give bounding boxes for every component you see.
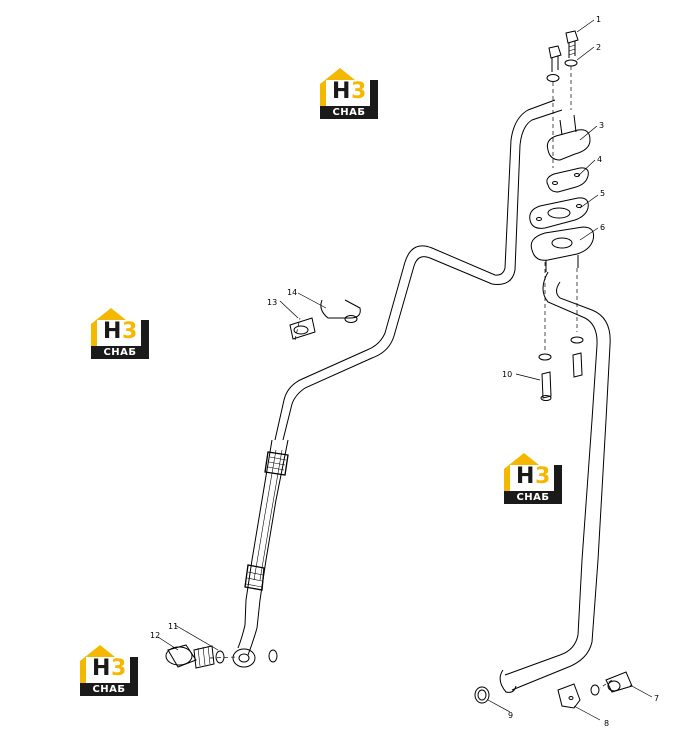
banjo-fitting xyxy=(165,644,278,669)
watermark-logo: H 3 CHAБ xyxy=(78,643,140,697)
callout-14: 14 xyxy=(287,288,297,297)
leader-lines xyxy=(157,19,653,721)
flange-fasteners xyxy=(538,336,584,401)
watermark-mark-3: 3 xyxy=(122,319,138,344)
watermark-mark-3: 3 xyxy=(351,79,367,104)
watermark-logo: H 3 CHAБ xyxy=(89,306,151,360)
return-pipe xyxy=(237,99,563,656)
watermark-logo: H 3 CHAБ xyxy=(318,66,380,120)
callout-10: 10 xyxy=(502,370,512,379)
callout-8: 8 xyxy=(604,719,609,728)
callout-5: 5 xyxy=(600,189,605,198)
watermark-mark-h: H xyxy=(516,464,535,489)
supply-pipe xyxy=(499,271,611,693)
watermark-mark-h: H xyxy=(92,656,111,681)
callout-1: 1 xyxy=(596,15,601,24)
hose-clip xyxy=(289,299,361,340)
watermark-logo: H 3 CHAБ xyxy=(502,451,564,505)
callout-11: 11 xyxy=(168,622,178,631)
house-icon xyxy=(91,308,149,359)
callout-4: 4 xyxy=(597,155,602,164)
callout-9: 9 xyxy=(508,711,513,720)
watermark-caption: CHAБ xyxy=(92,684,126,695)
callout-13: 13 xyxy=(267,298,277,307)
callout-3: 3 xyxy=(599,121,604,130)
watermark-mark-3: 3 xyxy=(535,464,551,489)
house-icon xyxy=(504,453,562,504)
callout-6: 6 xyxy=(600,223,605,232)
watermark-caption: CHAБ xyxy=(332,107,366,118)
lower-fittings xyxy=(474,671,633,709)
upper-fittings xyxy=(529,30,594,272)
center-lines xyxy=(209,66,613,689)
house-icon xyxy=(80,645,138,696)
callout-12: 12 xyxy=(150,631,160,640)
watermark-caption: CHAБ xyxy=(516,492,550,503)
callout-2: 2 xyxy=(596,43,601,52)
watermark-caption: CHAБ xyxy=(103,347,137,358)
watermark-mark-h: H xyxy=(332,79,351,104)
house-icon xyxy=(320,68,378,119)
watermark-mark-h: H xyxy=(103,319,122,344)
callout-7: 7 xyxy=(654,694,659,703)
watermark-mark-3: 3 xyxy=(111,656,127,681)
